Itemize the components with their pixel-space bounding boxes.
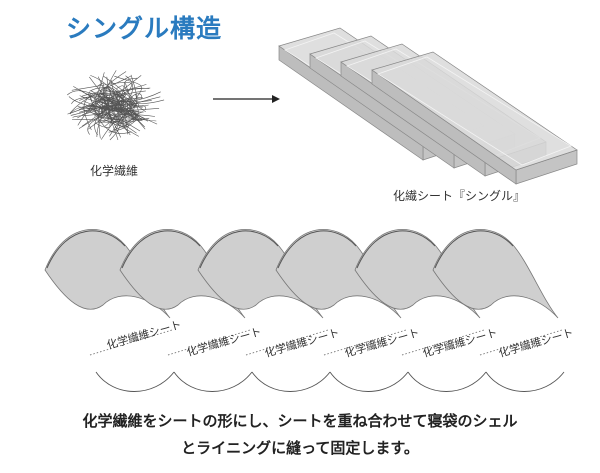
- wave-sheet-label: 化学繊維シート: [343, 325, 421, 360]
- fiber-strand: [109, 75, 134, 127]
- fiber-strand: [126, 93, 142, 121]
- dotted-seam: [245, 329, 329, 356]
- fiber-strand: [105, 75, 146, 102]
- caption-line-1: 化学繊維をシートの形にし、シートを重ね合わせて寝袋のシェル: [82, 412, 518, 430]
- wave-segment: [119, 229, 253, 392]
- caption-line-2: とライニングに縫って固定します。: [181, 439, 419, 457]
- sheet-layer: [371, 51, 578, 185]
- fiber-tangle-illustration: [67, 70, 165, 141]
- fiber-strand: [111, 104, 131, 136]
- wave-sheet-label: 化学繊維シート: [497, 325, 575, 360]
- stacked-sheets-illustration: [278, 27, 578, 185]
- fiber-strand: [89, 76, 125, 106]
- diagram-title: シングル構造: [66, 14, 223, 43]
- fiber-strand: [123, 77, 139, 107]
- wave-sheet-label: 化学繊維シート: [421, 325, 499, 360]
- fiber-strand: [124, 110, 150, 123]
- fiber-strand: [82, 109, 117, 120]
- fiber-strand: [110, 84, 160, 111]
- caption: 化学繊維をシートの形にし、シートを重ね合わせて寝袋のシェル とライニングに縫って…: [0, 408, 600, 462]
- fiber-strand: [113, 85, 125, 110]
- fiber-strand: [78, 98, 146, 130]
- fiber-strand: [99, 113, 144, 134]
- fiber-strand: [90, 75, 165, 104]
- wave-segment: [275, 229, 409, 392]
- dotted-seam: [323, 329, 407, 356]
- wave-segment: [432, 229, 565, 392]
- dotted-seam: [479, 329, 563, 356]
- wave-sheet-labels: 化学繊維シート 化学繊維シート 化学繊維シート 化学繊維シート 化学繊維シート …: [105, 317, 575, 360]
- fiber-strand: [108, 94, 124, 141]
- wave-layers-illustration: [44, 229, 565, 392]
- fiber-strand: [89, 104, 141, 117]
- fiber-strand: [115, 90, 137, 109]
- dotted-seam: [167, 329, 251, 356]
- wave-sheet-label: 化学繊維シート: [185, 324, 263, 359]
- wave-sheet-label: 化学繊維シート: [105, 317, 183, 352]
- wave-segment: [354, 229, 487, 392]
- wave-segment: [44, 229, 175, 392]
- fiber-strand: [77, 97, 149, 126]
- fiber-strand: [97, 92, 127, 113]
- transform-arrow: [213, 95, 280, 103]
- fiber-strand: [71, 103, 124, 123]
- fiber-strand: [129, 74, 138, 115]
- fiber-strand: [93, 113, 112, 128]
- fiber-strand: [103, 75, 139, 131]
- dotted-seam: [89, 329, 173, 356]
- sheet-label: 化繊シート『シングル』: [393, 189, 526, 203]
- fiber-label: 化学繊維: [90, 164, 139, 178]
- wave-segment: [197, 229, 331, 392]
- wave-sheet-label: 化学繊維シート: [263, 325, 341, 360]
- dotted-seam: [401, 329, 485, 356]
